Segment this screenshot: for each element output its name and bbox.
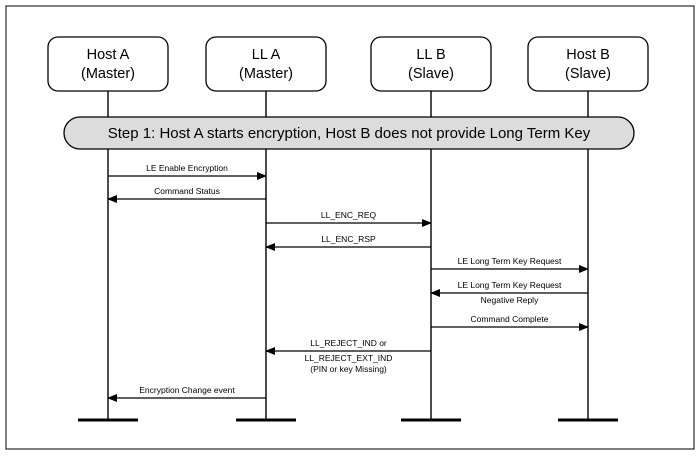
- step-label: Step 1: Host A starts encryption, Host B…: [108, 125, 591, 142]
- message-command-complete: Command Complete: [431, 314, 589, 331]
- participant-box: [527, 36, 649, 92]
- participant-box: [47, 36, 169, 92]
- step-banner: Step 1: Host A starts encryption, Host B…: [63, 116, 635, 150]
- message-label: LL_ENC_REQ: [321, 210, 377, 220]
- message-le-enable-encryption: LE Enable Encryption: [108, 163, 267, 180]
- message-label: Command Complete: [471, 314, 549, 324]
- message-ll-enc-rsp: LL_ENC_RSP: [265, 234, 431, 251]
- message-label: Command Status: [154, 186, 220, 196]
- participant-box: [205, 36, 327, 92]
- message-label: LL_REJECT_EXT_IND: [305, 353, 393, 363]
- participant-host-b: Host B (Slave): [527, 36, 649, 92]
- message-label: LL_REJECT_IND or: [310, 338, 387, 348]
- participant-role: (Master): [239, 66, 293, 82]
- participant-role: (Master): [81, 66, 135, 82]
- message-ll-enc-req: LL_ENC_REQ: [266, 210, 432, 227]
- participant-name: LL B: [416, 47, 445, 63]
- message-label: LE Long Term Key Request: [458, 256, 562, 266]
- message-label: LL_ENC_RSP: [321, 234, 376, 244]
- participant-name: Host B: [566, 47, 610, 63]
- participant-ll-b: LL B (Slave): [370, 36, 492, 92]
- participant-role: (Slave): [565, 66, 611, 82]
- step-band: [63, 116, 635, 150]
- participant-role: (Slave): [408, 66, 454, 82]
- diagram-border: [5, 5, 695, 450]
- message-label: LE Enable Encryption: [146, 163, 228, 173]
- message-ll-reject-ind: LL_REJECT_IND or LL_REJECT_EXT_IND(PIN or…: [265, 338, 431, 374]
- participant-name: LL A: [252, 47, 281, 63]
- participant-name: Host A: [87, 47, 130, 63]
- participant-box: [370, 36, 492, 92]
- message-label: LE Long Term Key Request: [458, 280, 562, 290]
- message-label: Encryption Change event: [139, 385, 235, 395]
- message-command-status: Command Status: [107, 186, 266, 203]
- message-label: (PIN or key Missing): [310, 364, 387, 374]
- participant-host-a: Host A (Master): [47, 36, 169, 92]
- message-le-ltk-request: LE Long Term Key Request: [431, 256, 589, 273]
- message-label: Negative Reply: [481, 295, 539, 305]
- participant-ll-a: LL A (Master): [205, 36, 327, 92]
- message-encryption-change-event: Encryption Change event: [107, 385, 266, 402]
